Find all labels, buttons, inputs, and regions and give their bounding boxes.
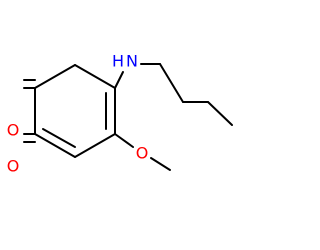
- atom-label-n: N: [126, 52, 138, 71]
- bond-c5-c6: [34, 64, 76, 89]
- bond-c3-c4-double: [42, 128, 76, 148]
- bond-methoxy-o-ch3: [150, 157, 171, 171]
- carbonyl-bonds: [23, 79, 36, 143]
- atom-label-o2: O: [7, 157, 20, 176]
- bond-c2-c3: [74, 133, 116, 158]
- atom-amine: N H: [112, 52, 138, 71]
- atom-carbonyl-2: O: [7, 157, 20, 176]
- bond-c6-c1: [74, 64, 116, 89]
- atom-label-o1: O: [7, 121, 20, 140]
- atom-label-methoxy-o: O: [136, 144, 149, 163]
- bond-butyl3-butyl4: [207, 101, 233, 126]
- atom-carbonyl-1: O: [7, 121, 20, 140]
- bond-c3-c4: [34, 133, 76, 158]
- substituent-bonds: [114, 63, 233, 171]
- quinone-ring: [34, 64, 116, 158]
- atom-label-h: H: [112, 52, 124, 71]
- atom-methoxy: O: [136, 144, 149, 163]
- bond-c1-methoxy-o: [114, 133, 134, 148]
- molecule-structure-diagram: N H O O O: [7, 52, 233, 176]
- bond-c6-n: [114, 71, 124, 89]
- bond-butyl1-butyl2: [159, 63, 184, 103]
